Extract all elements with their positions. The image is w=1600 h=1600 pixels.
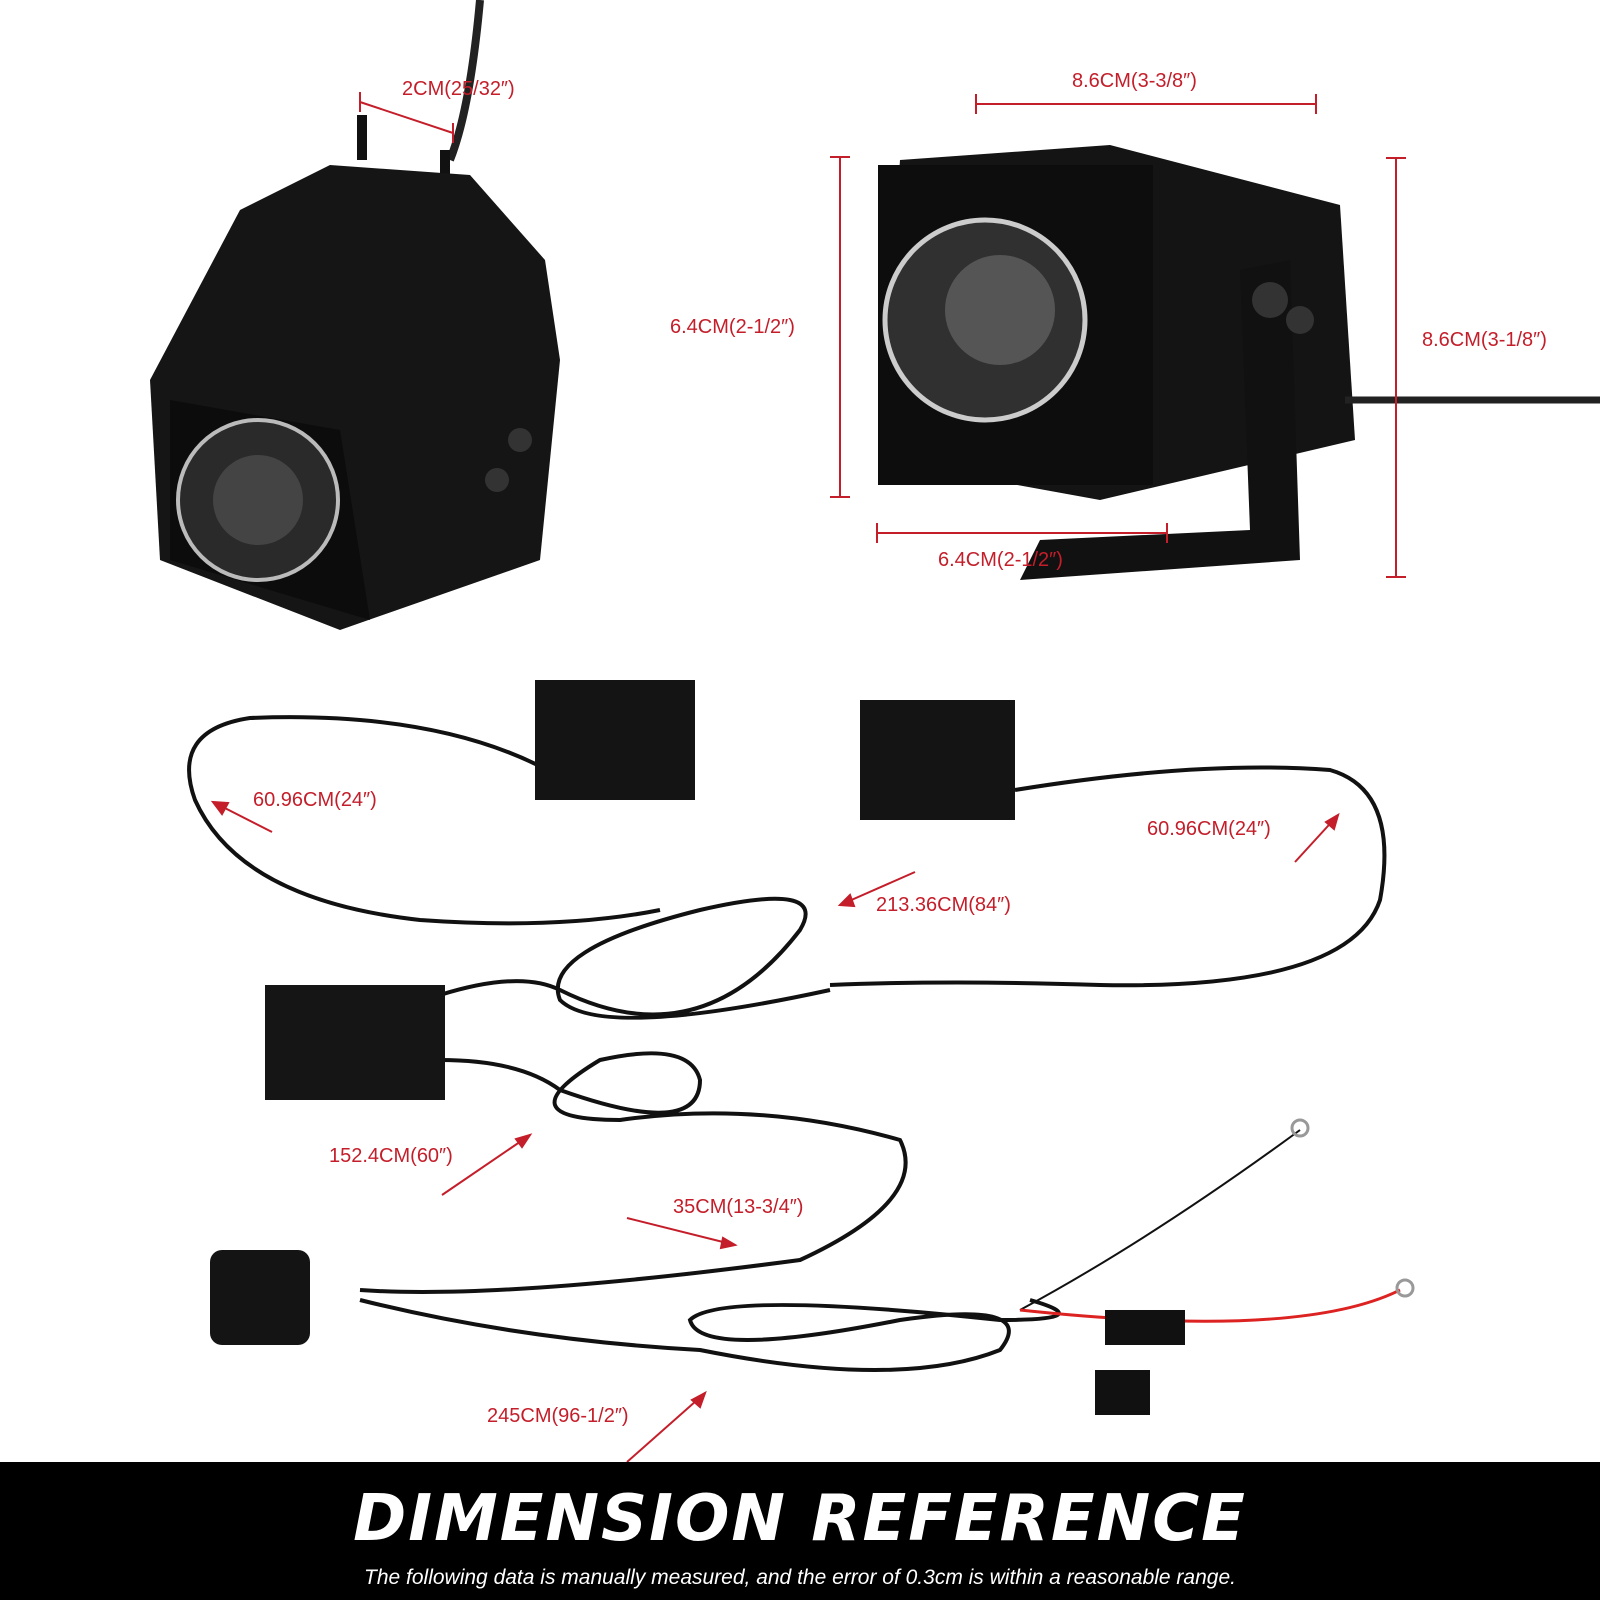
small-lamp-left (535, 680, 695, 800)
rocker-switch (210, 1250, 310, 1345)
fuse-cap (1095, 1370, 1150, 1415)
ring-terminal (1395, 1278, 1415, 1298)
top-width-label: 8.6CM(3-3/8″) (1072, 70, 1197, 92)
dimension-lines (359, 92, 1406, 578)
lamp-front-view (878, 145, 1600, 580)
fuse-holder (1105, 1310, 1185, 1345)
left-lamp-cable-label: 60.96CM(24″) (253, 789, 377, 811)
total-height-label: 8.6CM(3-1/8″) (1422, 329, 1547, 351)
switch-cable-label: 35CM(13-3/4″) (673, 1196, 804, 1218)
dimension-banner: DIMENSION REFERENCE The following data i… (0, 1462, 1600, 1600)
bolt-spacing-label: 2CM(25/32″) (402, 78, 515, 100)
main-harness-label: 213.36CM(84″) (876, 894, 1011, 916)
ring-terminal (1290, 1118, 1310, 1138)
wiring-harness (187, 715, 1401, 1372)
controller-cable-label: 152.4CM(60″) (329, 1145, 453, 1167)
product-illustration (150, 0, 1600, 1463)
front-height-label: 6.4CM(2-1/2″) (670, 316, 795, 338)
banner-title: DIMENSION REFERENCE (353, 1482, 1247, 1556)
right-lamp-cable-label: 60.96CM(24″) (1147, 818, 1271, 840)
front-width-label: 6.4CM(2-1/2″) (938, 549, 1063, 571)
lamp-angled-view (150, 0, 560, 630)
controller-box (265, 985, 445, 1100)
small-lamp-right (860, 700, 1015, 820)
dimension-arrows (210, 800, 1340, 1463)
measurement-note: The following data is manually measured,… (364, 1566, 1236, 1589)
power-cable-label: 245CM(96-1/2″) (487, 1405, 629, 1427)
